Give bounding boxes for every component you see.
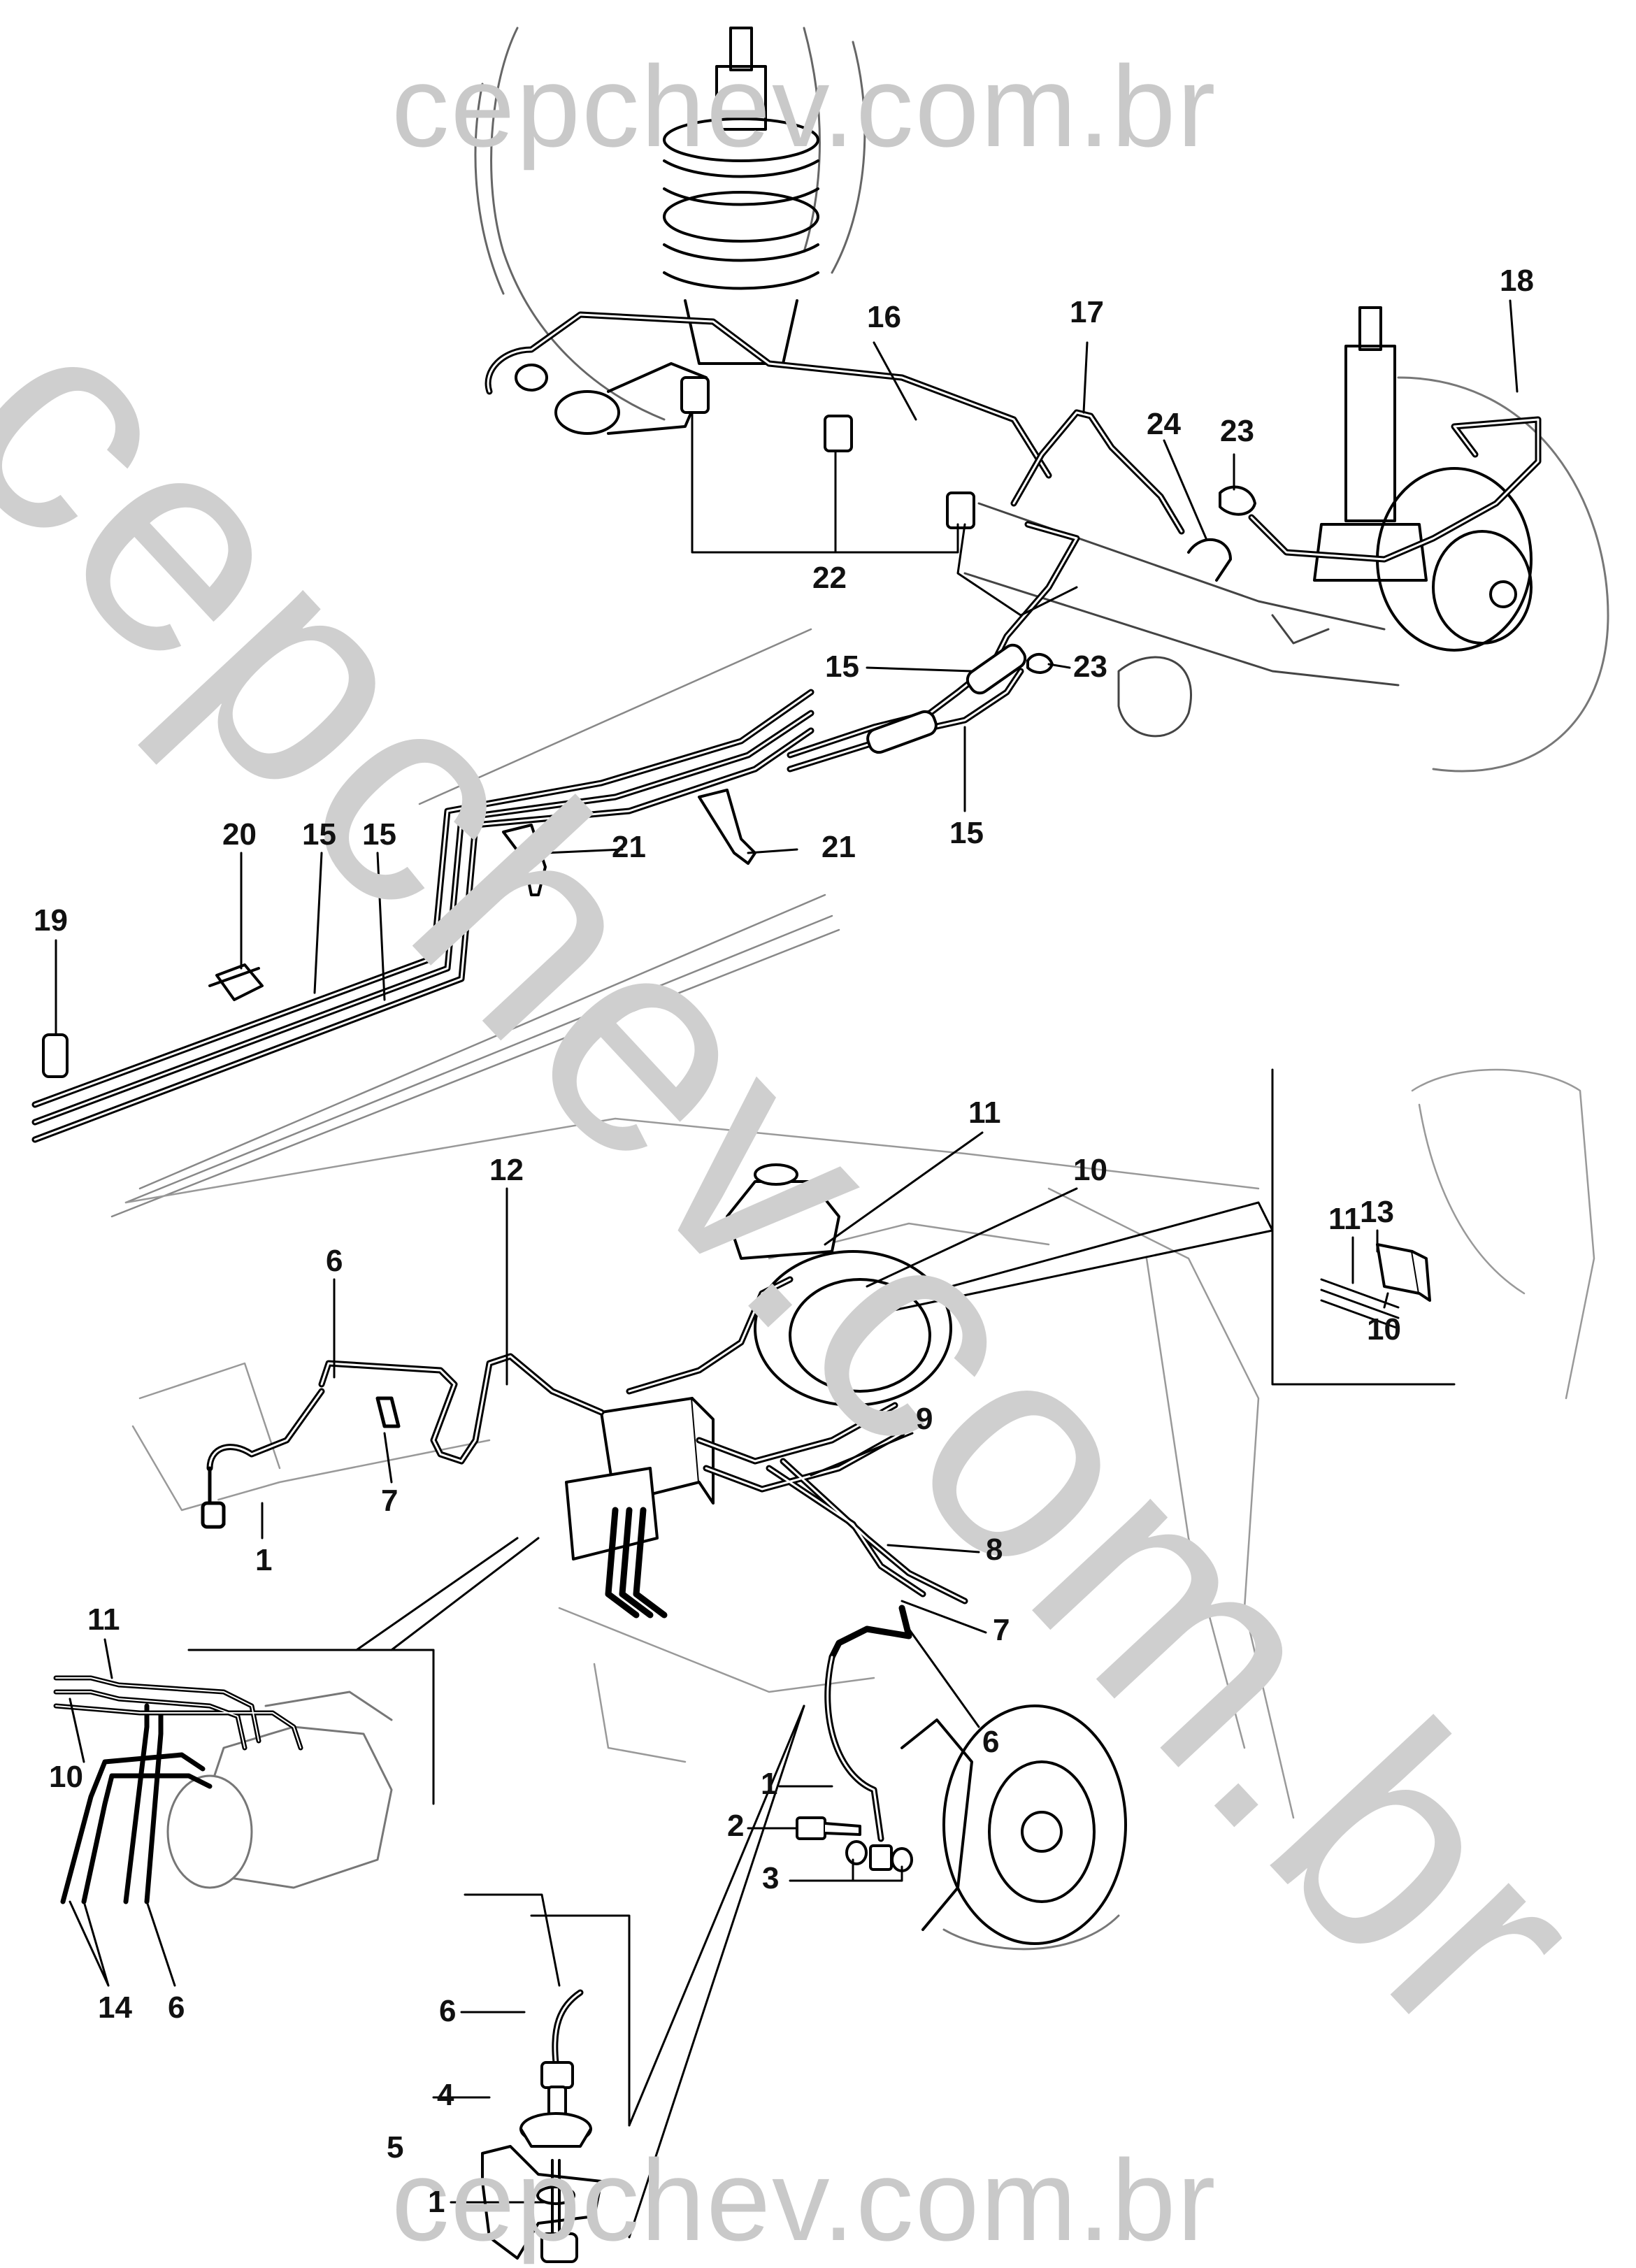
rear-left-wheel-outline <box>474 27 866 421</box>
clip-20 <box>208 963 264 1001</box>
callout-21-left: 21 <box>612 830 646 864</box>
inset-retaining-clip-4 <box>519 2112 592 2148</box>
rear-left-wheel-cylinder <box>515 362 708 435</box>
inset-hose-bracket <box>530 1704 805 2239</box>
callout-24: 24 <box>1147 407 1181 441</box>
watermark-top: cepchev.com.br <box>392 42 1217 171</box>
callout-11-inset: 11 <box>1328 1202 1361 1236</box>
callout-20: 20 <box>222 817 257 852</box>
callout-7-right: 7 <box>993 1613 1010 1647</box>
rear-right-shock-absorber <box>1313 306 1428 582</box>
callout-23-mid: 23 <box>1073 649 1107 684</box>
rear-right-brake-drum <box>1376 376 1609 773</box>
callout-1-front: 1 <box>761 1767 778 1801</box>
bracket-24 <box>1187 538 1232 582</box>
callout-6-abs: 6 <box>168 1990 185 2025</box>
callout-15-mid: 15 <box>825 649 859 684</box>
inset-abs-detail <box>187 1537 540 1805</box>
callout-13: 13 <box>1360 1195 1394 1229</box>
callout-1-bracket: 1 <box>428 2185 445 2219</box>
rear-axle-beam <box>963 502 1400 738</box>
rear-left-shock-absorber <box>663 27 819 365</box>
banjo-bolt <box>796 1816 861 1840</box>
clip-19 <box>42 1033 69 1078</box>
inset-hose-fitting <box>540 2061 574 2116</box>
callout-9: 9 <box>916 1402 933 1436</box>
callout-5: 5 <box>387 2130 404 2165</box>
callout-23-top: 23 <box>1220 414 1254 448</box>
callout-6-left: 6 <box>326 1244 343 1278</box>
front-left-brake-hose <box>201 1396 401 1529</box>
callout-4: 4 <box>437 2078 454 2112</box>
callout-15-left-b: 15 <box>362 817 396 852</box>
line-sleeve-15 <box>866 643 1027 754</box>
callout-17: 17 <box>1070 295 1104 329</box>
callout-10-inset: 10 <box>1367 1312 1401 1347</box>
callout-10-abs: 10 <box>49 1760 83 1794</box>
abs-hydraulic-unit <box>565 1397 715 1560</box>
inset-hose-end-1 <box>540 2159 578 2263</box>
callout-1-left: 1 <box>255 1543 273 1577</box>
brake-booster <box>754 1250 952 1407</box>
front-right-brake-hose <box>824 1653 884 1842</box>
callout-21-right: 21 <box>821 830 856 864</box>
floor-panel-outline <box>110 628 840 1218</box>
callout-10-top: 10 <box>1073 1153 1107 1187</box>
callout-15-left-a: 15 <box>302 817 336 852</box>
callout-18: 18 <box>1500 264 1534 298</box>
callout-14: 14 <box>98 1990 132 2025</box>
clip-22-leader <box>691 411 959 554</box>
callout-leaders <box>55 299 1519 2204</box>
callout-12: 12 <box>489 1153 524 1187</box>
line-clip-22 <box>680 376 975 529</box>
callout-7-left: 7 <box>381 1484 399 1518</box>
sealing-washers <box>845 1840 913 1872</box>
callout-22: 22 <box>812 561 847 595</box>
front-right-brake-disc <box>900 1704 1127 1951</box>
master-cylinder-reservoir <box>726 1163 840 1260</box>
callout-15-bottom: 15 <box>949 816 984 850</box>
callout-2: 2 <box>727 1809 745 1843</box>
clip-23-top <box>1219 485 1256 516</box>
inset-abs-body <box>166 1691 393 1889</box>
callout-19: 19 <box>34 903 68 938</box>
callout-8: 8 <box>986 1533 1003 1567</box>
callout-16: 16 <box>867 300 901 334</box>
callout-6-right: 6 <box>982 1725 1000 1759</box>
watermark-bottom: cepchev.com.br <box>392 2136 1217 2265</box>
engine-bay-outline <box>124 1068 1595 1819</box>
callout-3: 3 <box>762 1861 780 1895</box>
callout-11-abs: 11 <box>87 1602 120 1637</box>
callout-6-bracket: 6 <box>439 1994 457 2028</box>
grommet-13 <box>1376 1243 1431 1302</box>
callout-11-top: 11 <box>968 1096 1001 1130</box>
